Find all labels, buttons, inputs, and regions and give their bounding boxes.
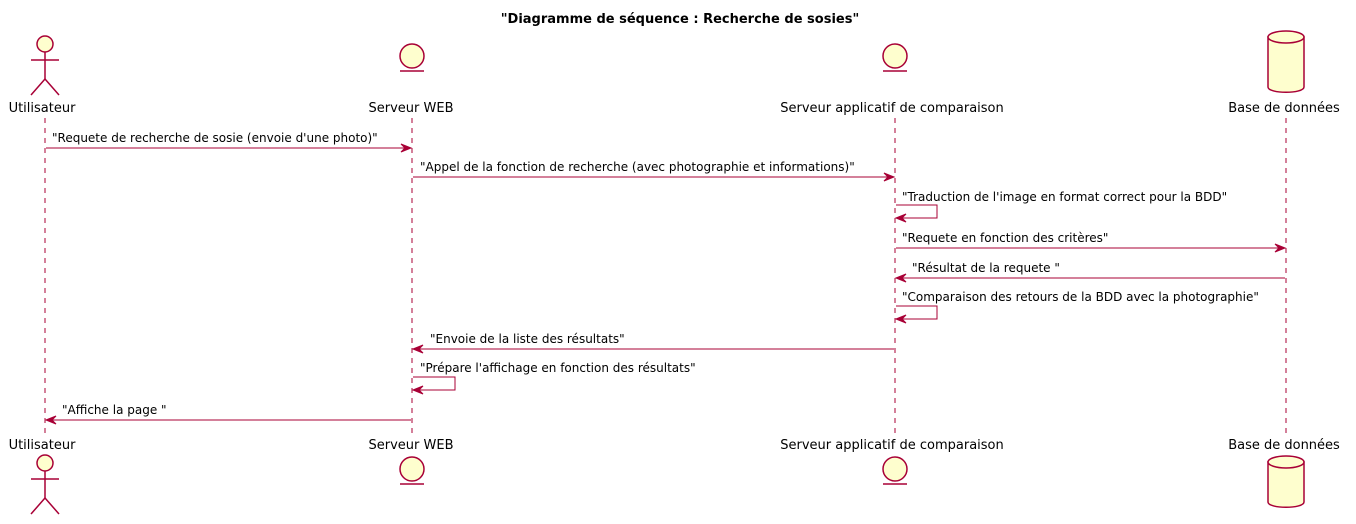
entity-icon bbox=[399, 43, 425, 72]
participant-label-base-de-donnees: Base de données bbox=[1228, 438, 1340, 453]
message: "Résultat de la requete " bbox=[894, 261, 1285, 283]
message-label: "Résultat de la requete " bbox=[912, 261, 1060, 275]
message-label: "Prépare l'affichage en fonction des rés… bbox=[420, 361, 696, 375]
message: "Envoie de la liste des résultats" bbox=[411, 332, 894, 354]
database-icon bbox=[1267, 30, 1305, 93]
diagram-title: "Diagramme de séquence : Recherche de so… bbox=[501, 12, 859, 27]
participant-label-serveur-applicatif: Serveur applicatif de comparaison bbox=[780, 438, 1003, 453]
message: "Requete en fonction des critères" bbox=[896, 231, 1287, 253]
message: "Requete de recherche de sosie (envoie d… bbox=[46, 131, 413, 153]
participant-label-serveur-web: Serveur WEB bbox=[369, 101, 454, 116]
self-message: "Prépare l'affichage en fonction des rés… bbox=[411, 361, 696, 395]
entity-icon bbox=[882, 456, 908, 485]
message-label: "Requete en fonction des critères" bbox=[902, 231, 1108, 245]
participant-label-serveur-applicatif: Serveur applicatif de comparaison bbox=[780, 101, 1003, 116]
self-message: "Traduction de l'image en format correct… bbox=[894, 190, 1227, 223]
self-message: "Comparaison des retours de la BDD avec … bbox=[894, 290, 1259, 324]
actor-icon bbox=[30, 454, 60, 515]
actor-icon bbox=[30, 35, 60, 96]
message-label: "Affiche la page " bbox=[62, 403, 167, 417]
participant-label-base-de-donnees: Base de données bbox=[1228, 101, 1340, 116]
message-label: "Comparaison des retours de la BDD avec … bbox=[902, 290, 1259, 304]
entity-icon bbox=[882, 43, 908, 72]
database-icon bbox=[1267, 455, 1305, 508]
message: "Appel de la fonction de recherche (avec… bbox=[413, 160, 896, 182]
message-label: "Envoie de la liste des résultats" bbox=[430, 332, 625, 346]
participant-label-utilisateur: Utilisateur bbox=[9, 438, 77, 453]
entity-icon bbox=[399, 456, 425, 485]
message-label: "Appel de la fonction de recherche (avec… bbox=[420, 160, 855, 174]
participant-label-utilisateur: Utilisateur bbox=[9, 101, 77, 116]
message: "Affiche la page " bbox=[44, 403, 411, 425]
message-label: "Requete de recherche de sosie (envoie d… bbox=[52, 131, 378, 145]
participant-label-serveur-web: Serveur WEB bbox=[369, 438, 454, 453]
message-label: "Traduction de l'image en format correct… bbox=[902, 190, 1227, 204]
